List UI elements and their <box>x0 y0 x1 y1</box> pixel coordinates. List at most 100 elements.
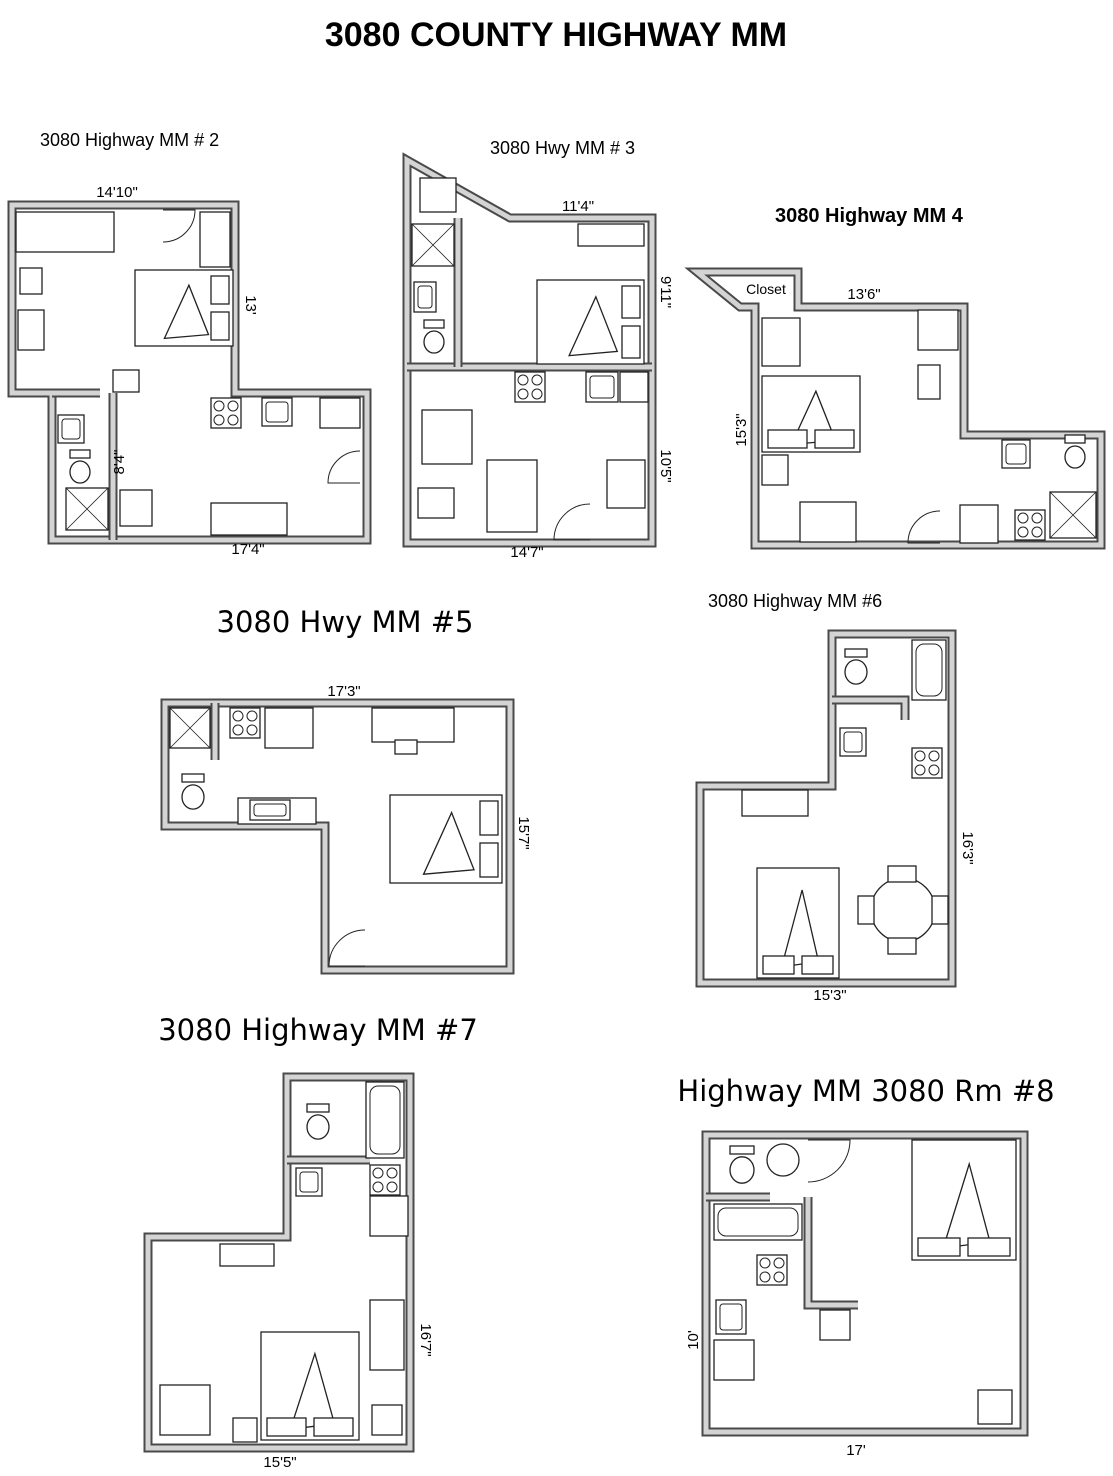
toilet-bowl <box>69 460 91 484</box>
sink-basin <box>1005 443 1027 465</box>
plan-3-dim-bottom: 14'7" <box>510 544 543 561</box>
chair <box>394 739 418 755</box>
table <box>606 459 646 509</box>
tub-inner <box>915 643 943 697</box>
shower-lines <box>169 707 211 749</box>
side-table <box>761 454 789 486</box>
door-swing <box>907 510 941 544</box>
plan-6-dim-right: 16'3" <box>959 831 976 864</box>
plan-4-dim-left: 15'3" <box>733 413 750 446</box>
toilet-tank <box>423 319 445 329</box>
desk <box>917 364 941 400</box>
sink <box>585 371 619 403</box>
plan-2-outline <box>7 200 372 545</box>
bathtub <box>713 1203 803 1241</box>
burner <box>759 1257 771 1269</box>
toilet-tank <box>729 1145 755 1155</box>
door-swing <box>807 1139 851 1183</box>
fridge <box>264 707 314 749</box>
burner <box>1031 526 1043 538</box>
burner <box>386 1181 398 1193</box>
counter <box>369 1195 409 1237</box>
plan-7-title: 3080 Highway MM #7 <box>158 1013 478 1047</box>
chair <box>761 317 801 367</box>
plan-5-dim-right: 15'7" <box>515 816 532 849</box>
table <box>369 1299 405 1371</box>
stove <box>756 1254 788 1286</box>
plan-2-dim-right: 13' <box>242 295 259 315</box>
plan-8-outline-fill <box>703 1132 1027 1435</box>
toilet-tank <box>306 1103 330 1113</box>
plan-2-dim-bottom: 17'4" <box>231 541 264 558</box>
plan-6-title: 3080 Highway MM #6 <box>708 591 882 611</box>
chair <box>931 895 949 925</box>
toilet-tank <box>844 648 868 658</box>
plan-5-outline-fill <box>162 700 513 973</box>
pillow <box>917 1237 961 1257</box>
burner <box>517 374 529 386</box>
bed-blanket <box>568 295 619 357</box>
sink-basin <box>589 375 615 399</box>
pillow <box>801 955 834 975</box>
burner <box>1017 526 1029 538</box>
plan-5-dim-top: 17'3" <box>327 683 360 700</box>
burner <box>246 710 258 722</box>
burner <box>372 1167 384 1179</box>
pillow <box>210 275 230 305</box>
tub-inner <box>369 1085 401 1155</box>
burner <box>213 400 225 412</box>
table <box>799 501 857 543</box>
burner <box>227 414 239 426</box>
burner <box>531 388 543 400</box>
sheet-title: 3080 COUNTY HIGHWAY MM <box>325 16 787 54</box>
plan-3-outline-fill <box>404 155 655 546</box>
toilet-tank <box>1064 434 1086 444</box>
toilet-bowl <box>1064 445 1086 469</box>
chair <box>112 369 140 393</box>
sink-basin <box>265 401 289 423</box>
walls <box>7 152 1106 1453</box>
toilet-bowl <box>306 1114 330 1140</box>
pillow <box>762 955 795 975</box>
stove <box>1014 509 1046 541</box>
pillow <box>479 800 499 836</box>
door-swing <box>162 209 196 243</box>
toilet-bowl <box>729 1156 755 1184</box>
sink <box>249 799 291 821</box>
sink-basin <box>417 285 433 309</box>
plan-2-outline-fill <box>9 202 370 543</box>
couch <box>486 459 538 533</box>
plan-5-title: 3080 Hwy MM #5 <box>217 605 474 639</box>
pillow <box>266 1417 307 1437</box>
tv <box>917 309 959 351</box>
sink-basin <box>61 418 81 440</box>
plan-6-wall-fill <box>832 697 908 720</box>
toilet-bowl <box>181 784 205 810</box>
burner <box>759 1271 771 1283</box>
counter <box>577 223 645 247</box>
burner <box>914 750 926 762</box>
burner <box>246 724 258 736</box>
plan-4-outline <box>684 267 1106 550</box>
desk <box>119 489 153 527</box>
tv <box>417 487 455 519</box>
stove <box>911 747 943 779</box>
pillow <box>621 325 641 359</box>
closet-label: Closet <box>746 281 786 297</box>
chair <box>857 895 875 925</box>
chair <box>421 409 473 465</box>
door-swing <box>553 503 591 541</box>
plan-7-dim-right: 16'7" <box>417 1323 434 1356</box>
burner <box>928 764 940 776</box>
stove <box>514 371 546 403</box>
desk <box>371 707 455 743</box>
side-table <box>232 1417 258 1443</box>
pillow <box>967 1237 1011 1257</box>
closet-shelf <box>419 177 457 213</box>
plan-8-dim-left: 10' <box>685 1330 702 1350</box>
bed-blanket <box>289 1351 336 1430</box>
tv <box>371 1404 403 1436</box>
burner <box>773 1271 785 1283</box>
chair <box>159 1384 211 1436</box>
